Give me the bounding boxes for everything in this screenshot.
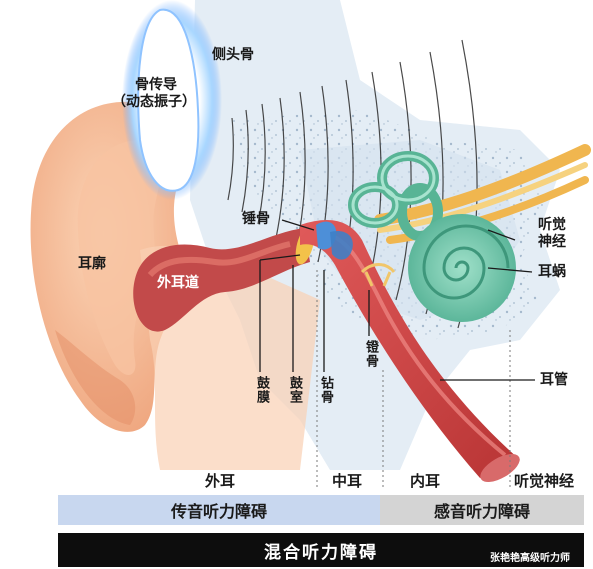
label-malleus: 锤骨 [242,211,270,227]
label-bone-conduction-sub: （动态振子） [112,94,196,110]
bar-sensorineural-hearing-loss: 感音听力障碍 [380,495,584,525]
label-stapes: 镫骨 [363,340,378,368]
ear-canal-highlight [147,241,291,278]
semicircular-canals-highlight [351,154,436,225]
label-cochlea: 耳蜗 [538,264,566,280]
bar-mixed-hearing-loss: 混合听力障碍 [58,533,584,567]
cochlea-spiral [422,224,510,300]
section-auditory-nerve: 听觉神经 [514,472,575,490]
section-dividers [316,270,511,490]
bone-conductor-device [137,8,200,192]
stapes-shape [360,263,396,287]
label-ear-canal: 外耳道 [157,275,199,291]
label-tympanic-cavity: 鼓室 [287,376,302,404]
label-eustachian-tube: 耳管 [540,372,568,388]
section-middle-ear: 中耳 [332,472,363,490]
label-eardrum: 鼓膜 [254,376,269,404]
leader-lines [259,219,535,381]
anvil-shape [330,230,353,260]
label-bone-conduction: 骨传导 [135,77,177,93]
auricle-inner-fold [77,140,161,376]
bar-conductive-hearing-loss: 传音听力障碍 [58,495,380,525]
auricle-lower-shade [55,330,136,425]
section-inner-ear: 内耳 [410,472,441,490]
section-outer-ear: 外耳 [205,472,236,490]
watermark: 张艳艳高级听力师 [490,553,570,564]
label-auditory-nerve-2: 神经 [538,234,566,250]
label-temporal-bone: 侧头骨 [212,47,254,63]
label-auricle: 耳廓 [78,256,106,272]
label-anvil: 钻骨 [318,376,333,404]
label-auditory-nerve: 听觉 [538,217,566,233]
